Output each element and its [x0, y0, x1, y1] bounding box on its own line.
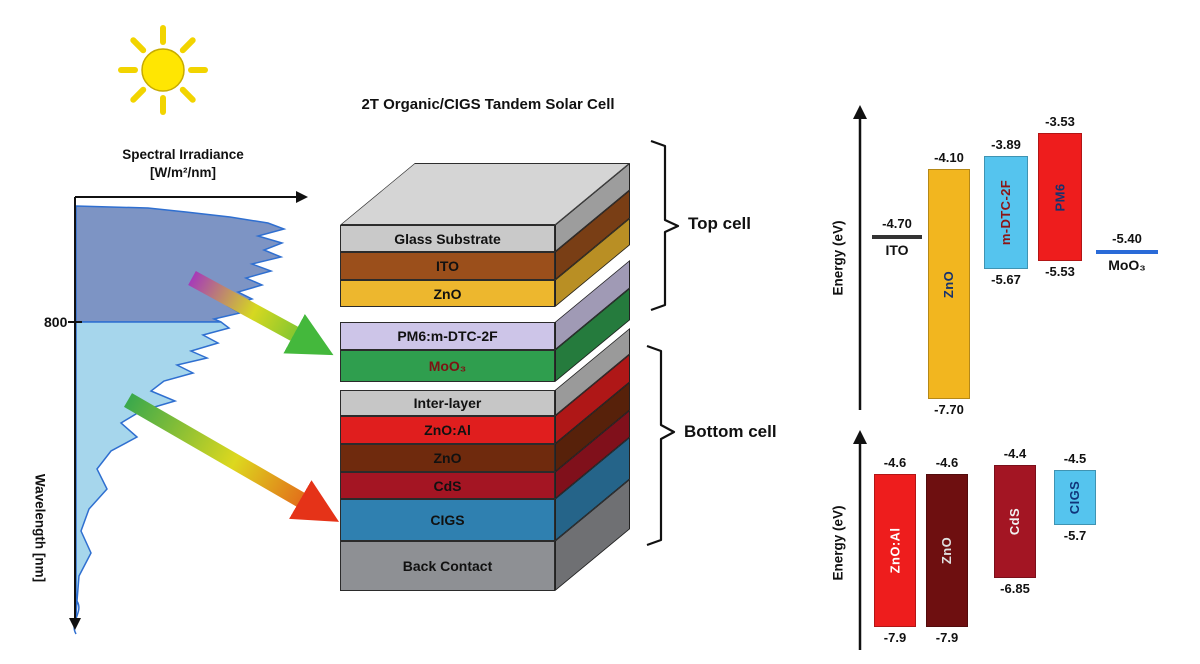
stack-layer-label: Glass Substrate	[394, 230, 501, 247]
stack-layer: ZnO	[340, 280, 555, 307]
stack-layer: Back Contact	[340, 541, 555, 591]
spectrum-tail-curve	[73, 600, 80, 635]
top-cell-label: Top cell	[688, 214, 751, 233]
stack-layer-label: ITO	[435, 258, 460, 274]
stack-layer: CIGS	[340, 499, 555, 541]
stack-layer: ZnO	[340, 444, 555, 472]
wavelength-axis-label: Wavelength [nm]	[32, 473, 48, 583]
energy-axis-label-top: Energy (eV)	[830, 220, 846, 296]
spectral-y-arrowhead	[69, 618, 81, 630]
spectral-x-arrowhead	[296, 191, 308, 203]
spectrum-lower-region	[75, 321, 231, 617]
wavelength-tick-800: 800	[44, 314, 68, 330]
energy-axis-label-bottom: Energy (eV)	[830, 505, 846, 581]
stack-layer: Inter-layer	[340, 390, 555, 416]
top-cell-arrow	[188, 270, 334, 356]
stack-layer-label: ZnO:Al	[424, 422, 471, 438]
stack-layer: CdS	[340, 472, 555, 499]
stack-layer-label: PM6:m-DTC-2F	[397, 328, 498, 344]
stack-layer-label: ZnO	[433, 450, 462, 466]
stack-layer-label: CdS	[433, 477, 462, 494]
stack-layer-label: Inter-layer	[413, 395, 482, 411]
stack-layer: ITO	[340, 252, 555, 280]
spectral-axes	[68, 196, 296, 619]
spectral-irradiance-title: Spectral Irradiance [W/m²/nm]	[88, 146, 278, 182]
bottom-cell-bracket	[646, 344, 676, 547]
stack-layer-label: CIGS	[430, 512, 465, 528]
energy-bottom-arrowhead	[853, 430, 867, 444]
stack-title: 2T Organic/CIGS Tandem Solar Cell	[361, 96, 615, 113]
top-cell-bracket	[650, 139, 680, 312]
spectral-irradiance-units: [W/m²/nm]	[150, 165, 216, 181]
stack-layer-label: ZnO	[433, 285, 462, 302]
sun-icon	[118, 25, 208, 115]
spectral-irradiance-title-line1: Spectral Irradiance	[122, 147, 244, 162]
energy-top-arrowhead	[853, 105, 867, 119]
stack-layer: MoO₃	[340, 350, 555, 382]
stack-layer-label: Back Contact	[402, 558, 493, 574]
stack-layer-label: MoO₃	[428, 358, 467, 374]
stack-layer: Glass Substrate	[340, 225, 555, 252]
stack-layer: PM6:m-DTC-2F	[340, 322, 555, 350]
bottom-cell-arrow	[123, 393, 340, 522]
stack-layer: ZnO:Al	[340, 416, 555, 444]
bottom-cell-label: Bottom cell	[684, 422, 777, 441]
